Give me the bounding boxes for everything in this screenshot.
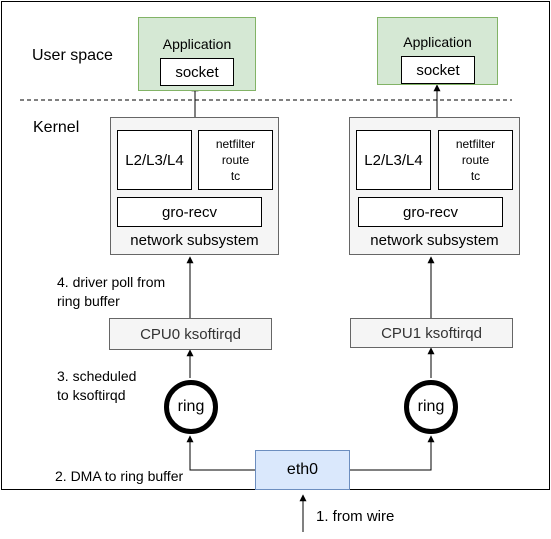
route-right: route: [461, 153, 490, 167]
network-subsystem-left-label: network subsystem: [130, 232, 259, 249]
socket-right: socket: [401, 56, 475, 84]
network-subsystem-right: L2/L3/L4 netfilter route tc gro-recv net…: [349, 117, 520, 255]
application-left-title: Application: [162, 36, 232, 52]
netfilter-box-right: netfilter route tc: [438, 130, 513, 190]
step4-line2: ring buffer: [57, 293, 120, 309]
eth0-nic: eth0: [255, 450, 350, 490]
network-subsystem-left: L2/L3/L4 netfilter route tc gro-recv net…: [110, 117, 279, 255]
tc-right: tc: [470, 169, 481, 183]
user-space-label: User space: [32, 47, 113, 64]
cpu1-ksoftirqd: CPU1 ksoftirqd: [350, 318, 513, 348]
l2-l3-l4-right: L2/L3/L4: [356, 130, 431, 190]
netfilter-right: netfilter: [455, 137, 496, 151]
arrow-eth0-to-ring-left: [186, 435, 255, 471]
socket-left: socket: [160, 58, 234, 86]
l2-l3-l4-left: L2/L3/L4: [117, 130, 192, 190]
netfilter-left: netfilter: [215, 137, 256, 151]
step4-line1: 4. driver poll from: [57, 274, 166, 290]
step3-line2: to ksoftirqd: [57, 387, 126, 403]
application-right: Application socket: [377, 17, 498, 85]
netfilter-box-left: netfilter route tc: [198, 130, 273, 190]
application-right-title: Application: [403, 34, 472, 50]
gro-recv-left: gro-recv: [117, 197, 262, 227]
application-left: Application socket: [138, 17, 256, 91]
tc-left: tc: [230, 169, 241, 183]
ring-left: ring: [164, 380, 218, 434]
gro-recv-right: gro-recv: [358, 197, 503, 227]
cpu0-ksoftirqd: CPU0 ksoftirqd: [109, 318, 272, 350]
ring-right: ring: [404, 380, 458, 434]
route-left: route: [221, 153, 250, 167]
network-subsystem-right-label: network subsystem: [370, 232, 499, 249]
step1-label: 1. from wire: [316, 508, 395, 525]
kernel-label: Kernel: [33, 119, 80, 136]
step3-line1: 3. scheduled: [57, 368, 137, 384]
arrow-eth0-to-ring-right: [350, 435, 435, 471]
step2-label: 2. DMA to ring buffer: [55, 468, 184, 484]
